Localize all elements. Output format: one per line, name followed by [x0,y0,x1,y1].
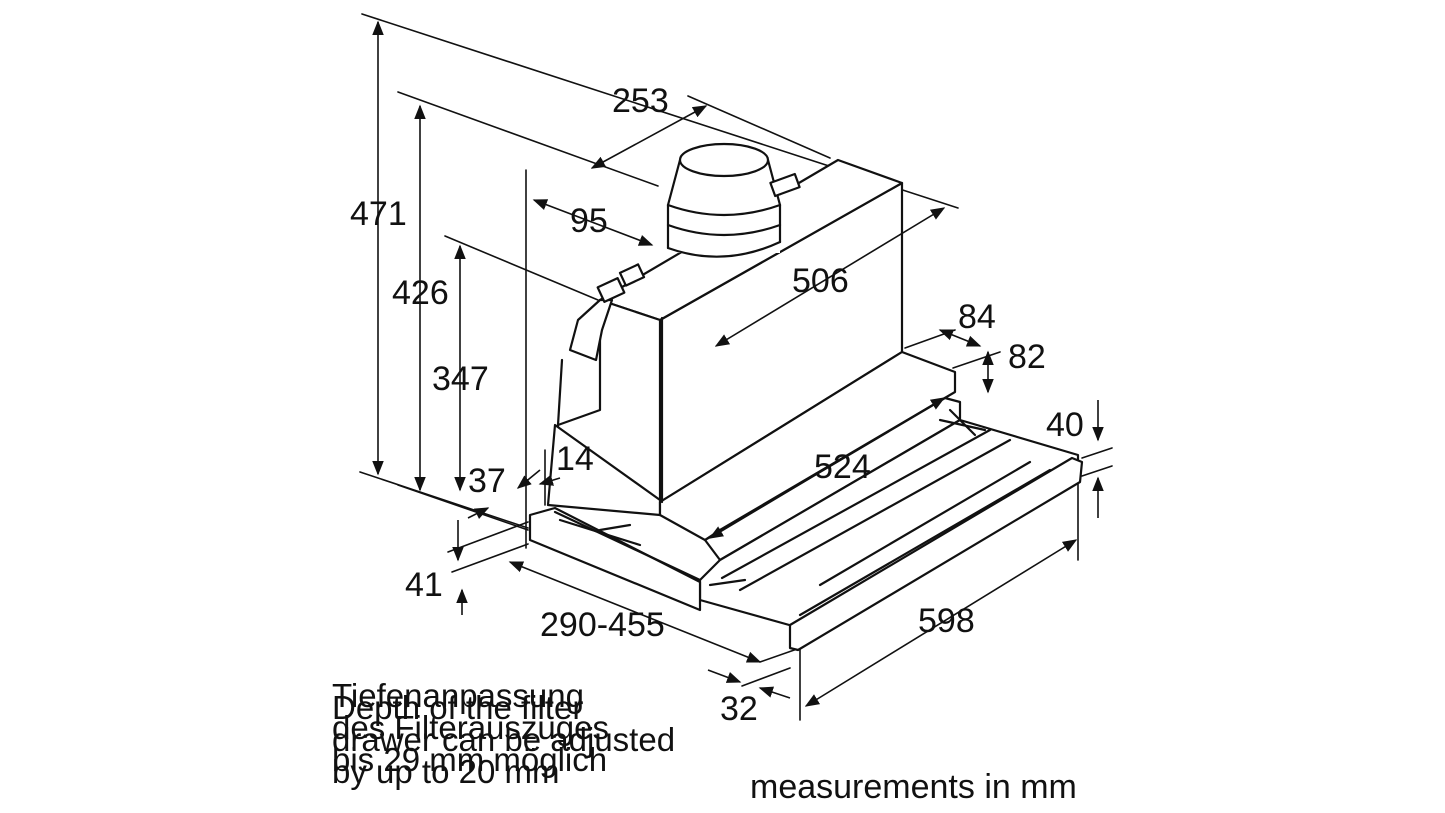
dim-label-37: 37 [468,462,506,500]
hood-body [528,158,1084,652]
dim-label-598: 598 [918,602,975,640]
note-german: Tiefenanpassung des Filterauszuges bis 2… [332,677,609,778]
dim-label-253: 253 [612,82,669,120]
duct-collar [666,142,801,258]
dim-label-471: 471 [350,195,407,233]
dim-label-40: 40 [1046,406,1084,444]
note-english: Depth of the filter drawer can be adjust… [332,689,676,790]
dimension-lines [372,20,1104,707]
dim-label-524: 524 [814,448,871,486]
dim-label-290-455: 290-455 [540,606,665,644]
dim-label-14: 14 [556,440,594,478]
dim-label-32: 32 [720,690,758,728]
dim-label-95: 95 [570,202,608,240]
dim-label-82: 82 [1008,338,1046,376]
units-note: measurements in mm [750,768,1077,806]
mounting-bracket [556,263,646,427]
dim-label-84: 84 [958,298,996,336]
dim-label-347: 347 [432,360,489,398]
dim-label-426: 426 [392,274,449,312]
dim-label-506: 506 [792,262,849,300]
dim-label-41: 41 [405,566,443,604]
